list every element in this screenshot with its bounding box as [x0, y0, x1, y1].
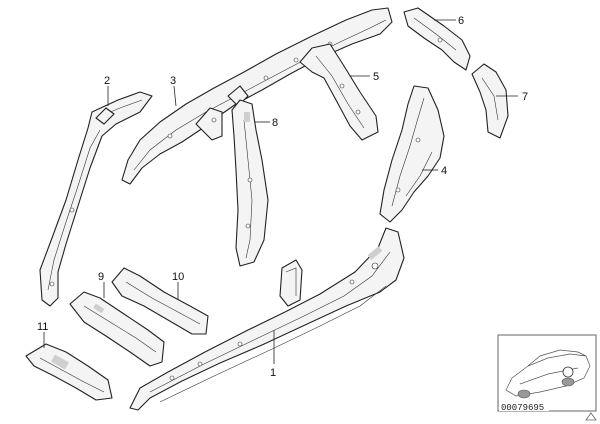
rear-wheel: [561, 377, 575, 387]
part-1-side-sill: [129, 227, 405, 411]
callout-4: 4: [441, 165, 447, 177]
part-2-a-pillar: [39, 91, 153, 307]
callout-1: 1: [270, 367, 276, 379]
part-7-rear-bracket: [471, 63, 509, 139]
inset-frame: [497, 334, 597, 412]
callout-7: 7: [522, 91, 528, 103]
part-11-jack-support: [25, 343, 113, 401]
leader-3: [173, 85, 177, 107]
part-9-seat-crossmember: [69, 291, 165, 367]
vehicle-inset: 00079695: [497, 334, 597, 413]
callout-labels: 2 3 8 5 4 6 7 9 10 11 1: [37, 15, 528, 379]
front-wheel: [517, 389, 531, 399]
callout-8-center: 8: [272, 117, 278, 129]
callout-5: 5: [373, 71, 379, 83]
leader-lines: [43, 19, 518, 364]
highlight-marker: [562, 366, 574, 378]
callout-3: 3: [170, 75, 176, 87]
inset-reference-number: 00079695: [501, 403, 544, 413]
part-4-rear-quarter-inner: [379, 85, 445, 223]
corner-triangle-icon: [585, 412, 597, 421]
callout-10: 10: [172, 271, 184, 283]
car-body-outline: [505, 353, 591, 397]
callout-2: 2: [104, 75, 110, 87]
part-5-c-pillar-brace: [299, 43, 379, 141]
callout-9: 9: [98, 271, 104, 283]
part-8-b-pillar: [231, 99, 269, 267]
callout-11: 11: [37, 321, 48, 333]
callout-6: 6: [458, 15, 464, 27]
part-10-rear-crossmember: [111, 267, 209, 335]
